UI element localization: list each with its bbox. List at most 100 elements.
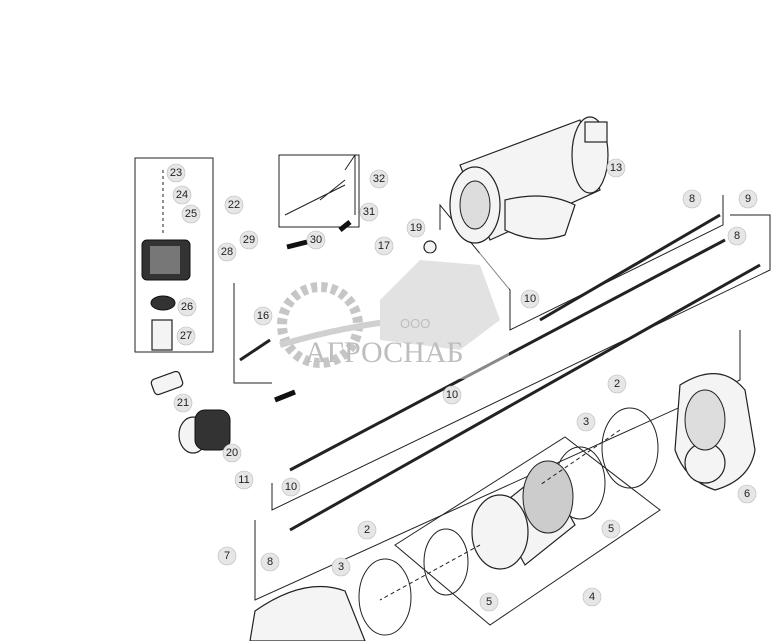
callout-label: 27 xyxy=(180,330,192,342)
callout-label: 23 xyxy=(170,167,182,179)
callout-label: 20 xyxy=(226,447,238,459)
callout-6: 6 xyxy=(737,484,757,504)
callout-23: 23 xyxy=(166,163,186,183)
callout-circle xyxy=(682,189,702,209)
callout-label: 10 xyxy=(524,293,536,305)
part-2-clamp xyxy=(601,407,659,489)
callout-8: 8 xyxy=(260,552,280,572)
part-22-filter-head xyxy=(141,170,191,351)
callout-30: 30 xyxy=(306,230,326,250)
callout-label: 5 xyxy=(608,523,614,535)
callout-circle xyxy=(181,204,201,224)
callout-circle xyxy=(359,202,379,222)
part-housing-lower xyxy=(249,585,366,641)
callout-circle xyxy=(172,185,192,205)
callout-label: 31 xyxy=(363,206,375,218)
group-box-16 xyxy=(233,283,272,384)
callout-circle xyxy=(166,163,186,183)
callout-label: 3 xyxy=(583,416,589,428)
callout-circle xyxy=(576,412,596,432)
callout-21: 21 xyxy=(173,393,193,413)
callout-label: 26 xyxy=(181,301,193,313)
callout-24: 24 xyxy=(172,185,192,205)
callout-label: 10 xyxy=(285,481,297,493)
callout-circle xyxy=(331,557,351,577)
callout-label: 19 xyxy=(410,222,422,234)
group-box-9 xyxy=(439,195,724,331)
part-31 xyxy=(338,220,352,232)
callout-label: 30 xyxy=(310,234,322,246)
callout-9: 9 xyxy=(738,189,758,209)
callout-label: 6 xyxy=(744,488,750,500)
callout-label: 17 xyxy=(378,240,390,252)
callout-4: 4 xyxy=(582,587,602,607)
part-32-harness xyxy=(284,154,356,216)
part-21 xyxy=(150,370,184,396)
callout-label: 3 xyxy=(338,561,344,573)
callout-label: 28 xyxy=(221,246,233,258)
rod-7 xyxy=(289,263,761,532)
part-13-muffler xyxy=(449,116,609,244)
callout-10: 10 xyxy=(520,289,540,309)
callout-28: 28 xyxy=(217,242,237,262)
callout-8: 8 xyxy=(682,189,702,209)
callout-5: 5 xyxy=(601,519,621,539)
callout-label: 22 xyxy=(228,199,240,211)
callout-13: 13 xyxy=(606,158,626,178)
part-16 xyxy=(239,338,271,362)
group-box-7 xyxy=(254,330,741,601)
callout-circle xyxy=(281,477,301,497)
callout-label: 8 xyxy=(267,556,273,568)
callout-32: 32 xyxy=(369,169,389,189)
part-19 xyxy=(423,240,437,254)
callout-circle xyxy=(306,230,326,250)
rod-9 xyxy=(539,213,721,322)
callout-2: 2 xyxy=(607,374,627,394)
callout-label: 2 xyxy=(614,378,620,390)
callout-circle xyxy=(606,158,626,178)
watermark-logo: ООО АГРОСНАБ xyxy=(272,253,509,379)
callout-circle xyxy=(253,306,273,326)
callout-16: 16 xyxy=(253,306,273,326)
callout-29: 29 xyxy=(239,230,259,250)
callout-26: 26 xyxy=(177,297,197,317)
callout-3: 3 xyxy=(576,412,596,432)
part-20-sensor xyxy=(178,409,231,454)
callout-31: 31 xyxy=(359,202,379,222)
callout-circle xyxy=(369,169,389,189)
watermark-prefix: ООО xyxy=(400,316,430,331)
callout-circle xyxy=(582,587,602,607)
callout-22: 22 xyxy=(224,195,244,215)
rod-11 xyxy=(289,238,726,472)
callout-7: 7 xyxy=(217,546,237,566)
callout-circle xyxy=(479,592,499,612)
callout-label: 13 xyxy=(610,162,622,174)
callout-circle xyxy=(607,374,627,394)
callout-3: 3 xyxy=(331,557,351,577)
callout-circle xyxy=(727,226,747,246)
part-2-clamp xyxy=(358,558,412,636)
callout-label: 11 xyxy=(238,474,249,486)
group-box-22 xyxy=(134,157,214,353)
callout-11: 11 xyxy=(234,470,254,490)
callout-25: 25 xyxy=(181,204,201,224)
callout-label: 24 xyxy=(176,189,188,201)
callout-5: 5 xyxy=(479,592,499,612)
callout-label: 32 xyxy=(373,173,385,185)
callout-10: 10 xyxy=(281,477,301,497)
callout-label: 16 xyxy=(257,310,269,322)
callout-circle xyxy=(217,546,237,566)
callout-circle xyxy=(222,443,242,463)
callout-27: 27 xyxy=(176,326,196,346)
callout-circle xyxy=(737,484,757,504)
group-box-11 xyxy=(271,214,771,511)
callout-10: 10 xyxy=(442,385,462,405)
part-5-seal xyxy=(423,528,469,596)
callout-circle xyxy=(177,297,197,317)
part-30 xyxy=(286,239,308,250)
callout-circle xyxy=(224,195,244,215)
group-box-32 xyxy=(278,154,360,228)
callout-8: 8 xyxy=(727,226,747,246)
